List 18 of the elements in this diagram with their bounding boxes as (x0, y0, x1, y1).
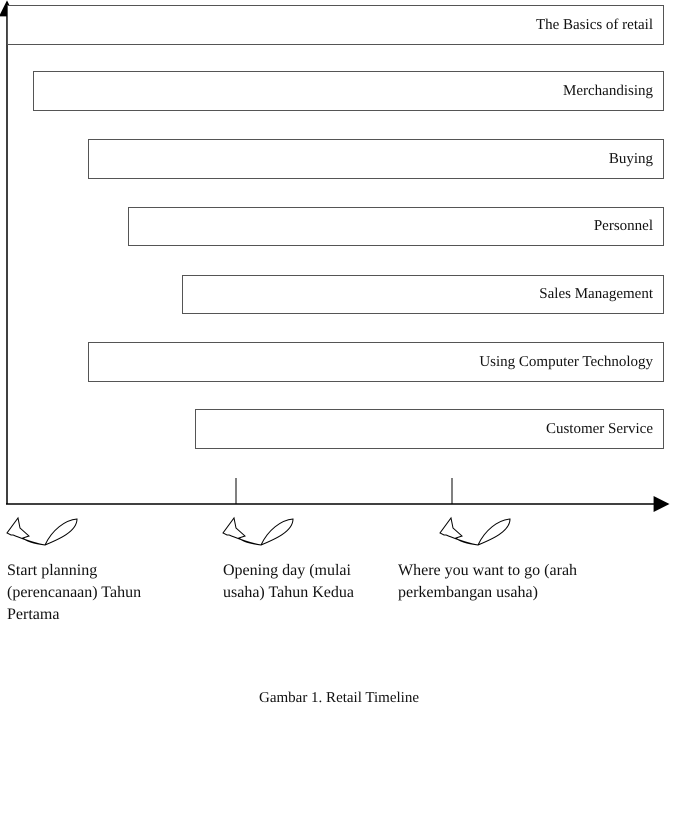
bar-label: Buying (608, 150, 653, 168)
milestone-label: Start planning (perencanaan) Tahun Pertama (7, 561, 142, 625)
milestone-label: Opening day (mulai usaha) Tahun Kedua (223, 561, 355, 603)
bar-label: Customer Service (546, 420, 653, 438)
timeline-bar (195, 409, 664, 449)
timeline-bar (88, 139, 664, 179)
timeline-bar (182, 275, 664, 314)
timeline-bar (7, 5, 664, 45)
bar-label: Merchandising (563, 82, 653, 100)
bar-label: The Basics of retail (536, 16, 653, 34)
milestone-label: Where you want to go (arah perkembangan usaha) (398, 561, 578, 603)
figure-caption: Gambar 1. Retail Timeline (258, 690, 420, 707)
timeline-bar (33, 71, 664, 111)
timeline-bar (128, 207, 664, 246)
bar-label: Personnel (594, 218, 653, 235)
bar-label: Sales Management (539, 286, 653, 303)
timeline-bar (88, 342, 664, 382)
bar-label: Using Computer Technology (479, 354, 653, 370)
